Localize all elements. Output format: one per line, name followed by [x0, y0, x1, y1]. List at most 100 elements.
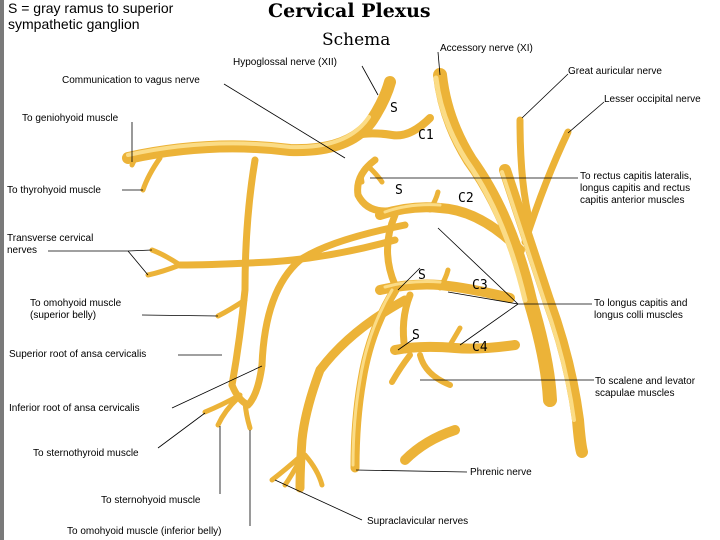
superior-root-ansa — [228, 156, 259, 389]
sternocleidomastoid-band — [499, 164, 588, 458]
phrenic-nerve — [350, 285, 400, 473]
thyrohyoid-branch — [140, 155, 163, 193]
diagram-title: Cervical Plexus — [268, 0, 431, 22]
supraclavicular-branch-2 — [302, 452, 325, 488]
leader-c3-s — [397, 267, 421, 291]
label-thyrohyoid: To thyrohyoid muscle — [7, 185, 101, 196]
label-omohyoid-superior-line-2: (superior belly) — [30, 310, 97, 321]
label-omohyoid-inferior: To omohyoid muscle (inferior belly) — [67, 526, 222, 537]
accessory-nerve — [433, 68, 557, 407]
label-longus-line-2: longus colli muscles — [594, 310, 683, 321]
ansa-branch-omohyoid-inf — [242, 399, 253, 431]
leader-accessory — [437, 51, 441, 76]
hypoglossal-nerve — [122, 76, 396, 164]
label-scalene-line-2: scapulae muscles — [595, 388, 675, 399]
label-great-auricular: Great auricular nerve — [568, 66, 662, 77]
label-scalene: To scalene and levator scapulae muscles — [595, 376, 695, 400]
nerve-paths — [122, 68, 588, 493]
label-accessory-nerve: Accessory nerve (XI) — [440, 43, 533, 54]
segment-c2: C2 — [458, 191, 474, 206]
label-lesser-occipital: Lesser occipital nerve — [604, 94, 701, 105]
supraclavicular-branch-1 — [269, 452, 305, 483]
nerve-highlights — [126, 75, 576, 467]
label-omohyoid-superior-line-1: To omohyoid muscle — [30, 298, 122, 309]
label-scalene-line-1: To scalene and levator — [595, 376, 696, 387]
label-sternohyoid: To sternohyoid muscle — [101, 495, 201, 506]
omohyoid-superior-branch — [215, 297, 248, 319]
transverse-cervical-nerves — [176, 236, 399, 269]
rectus-capitis-branch-2 — [367, 165, 385, 185]
c1-ramus — [341, 114, 434, 144]
accessory-highlight — [433, 75, 528, 303]
transverse-cervical-branch-2 — [145, 262, 183, 278]
longus-branch-c3 — [437, 267, 451, 291]
c4-trunk — [390, 340, 520, 355]
label-transverse-cervical-line-2: nerves — [7, 245, 38, 256]
ansa-loop — [228, 361, 266, 409]
phrenic-highlight — [351, 288, 394, 467]
ansa-branch-sternohyoid — [215, 395, 241, 428]
lesser-occipital-nerve — [521, 128, 572, 246]
label-sternothyroid: To sternothyroid muscle — [33, 448, 139, 459]
legend-line-1: S = gray ramus to superior — [8, 0, 174, 16]
segment-s-c3: S — [418, 268, 426, 283]
scm-highlight — [500, 170, 576, 422]
longus-branch-c4 — [447, 325, 463, 348]
segment-s-c1: S — [390, 101, 398, 116]
label-phrenic: Phrenic nerve — [470, 467, 532, 478]
segment-s-c4: S — [412, 328, 420, 343]
label-inferior-root: Inferior root of ansa cervicalis — [9, 403, 140, 414]
leader-hypoglossal — [361, 65, 379, 96]
c2-c3-connection — [384, 211, 399, 289]
label-omohyoid-superior: To omohyoid muscle (superior belly) — [30, 298, 121, 322]
label-longus-line-1: To longus capitis and — [594, 298, 688, 309]
label-longus: To longus capitis and longus colli muscl… — [594, 298, 687, 322]
leader-vagus — [223, 83, 346, 159]
segment-c4: C4 — [472, 340, 488, 355]
legend: S = gray ramus to superior sympathetic g… — [8, 0, 173, 32]
legend-line-2: sympathetic ganglion — [8, 16, 140, 32]
scalene-branch — [389, 352, 413, 385]
segment-c1: C1 — [418, 128, 434, 143]
hypoglossal-highlight — [126, 115, 371, 157]
left-edge-strip — [0, 0, 4, 540]
leader-longus-c2 — [437, 227, 519, 305]
label-rectus-capitis-line-2: longus capitis and rectus — [580, 183, 691, 194]
longus-branch-c2 — [427, 189, 441, 213]
leader-longus-c4 — [459, 303, 519, 346]
c3-highlight — [383, 280, 442, 289]
segment-c3: C3 — [472, 278, 488, 293]
leader-inferior-root — [171, 365, 263, 409]
label-rectus-capitis-line-1: To rectus capitis lateralis, — [580, 171, 692, 182]
label-supraclavicular: Supraclavicular nerves — [367, 516, 469, 527]
leader-supraclavicular — [274, 479, 363, 521]
label-rectus-capitis: To rectus capitis lateralis, longus capi… — [580, 171, 692, 207]
diagram-subtitle: Schema — [322, 30, 391, 50]
scalene-branch-2 — [417, 352, 453, 388]
supraclavicular-branch-3 — [282, 457, 303, 488]
leader-c4-s — [397, 337, 416, 351]
leader-sternothyroid — [157, 412, 206, 449]
leader-phrenic — [355, 469, 468, 473]
transverse-cervical-branch-1 — [149, 247, 183, 268]
leader-omohyoid-sup — [141, 314, 219, 317]
leader-great-auricular — [521, 73, 569, 119]
leader-transverse-2 — [127, 249, 153, 252]
segment-s-c2: S — [395, 183, 403, 198]
label-hypoglossal-nerve: Hypoglossal nerve (XII) — [233, 57, 337, 68]
leader-longus-c3 — [447, 291, 519, 305]
label-transverse-cervical-line-1: Transverse cervical — [7, 233, 94, 244]
label-vagus-communication: Communication to vagus nerve — [62, 75, 200, 86]
phrenic-lower — [400, 425, 460, 465]
c3-trunk — [375, 279, 515, 303]
c2-trunk — [375, 202, 525, 255]
leader-transverse-3 — [127, 250, 149, 276]
leader-lesser-occipital — [567, 101, 605, 134]
label-rectus-capitis-line-3: capitis anterior muscles — [580, 195, 685, 206]
label-geniohyoid: To geniohyoid muscle — [22, 113, 119, 124]
c2-highlight — [383, 203, 442, 214]
label-superior-root: Superior root of ansa cervicalis — [9, 349, 147, 360]
label-transverse-cervical: Transverse cervical nerves — [7, 233, 93, 257]
rectus-capitis-branch — [358, 165, 368, 185]
